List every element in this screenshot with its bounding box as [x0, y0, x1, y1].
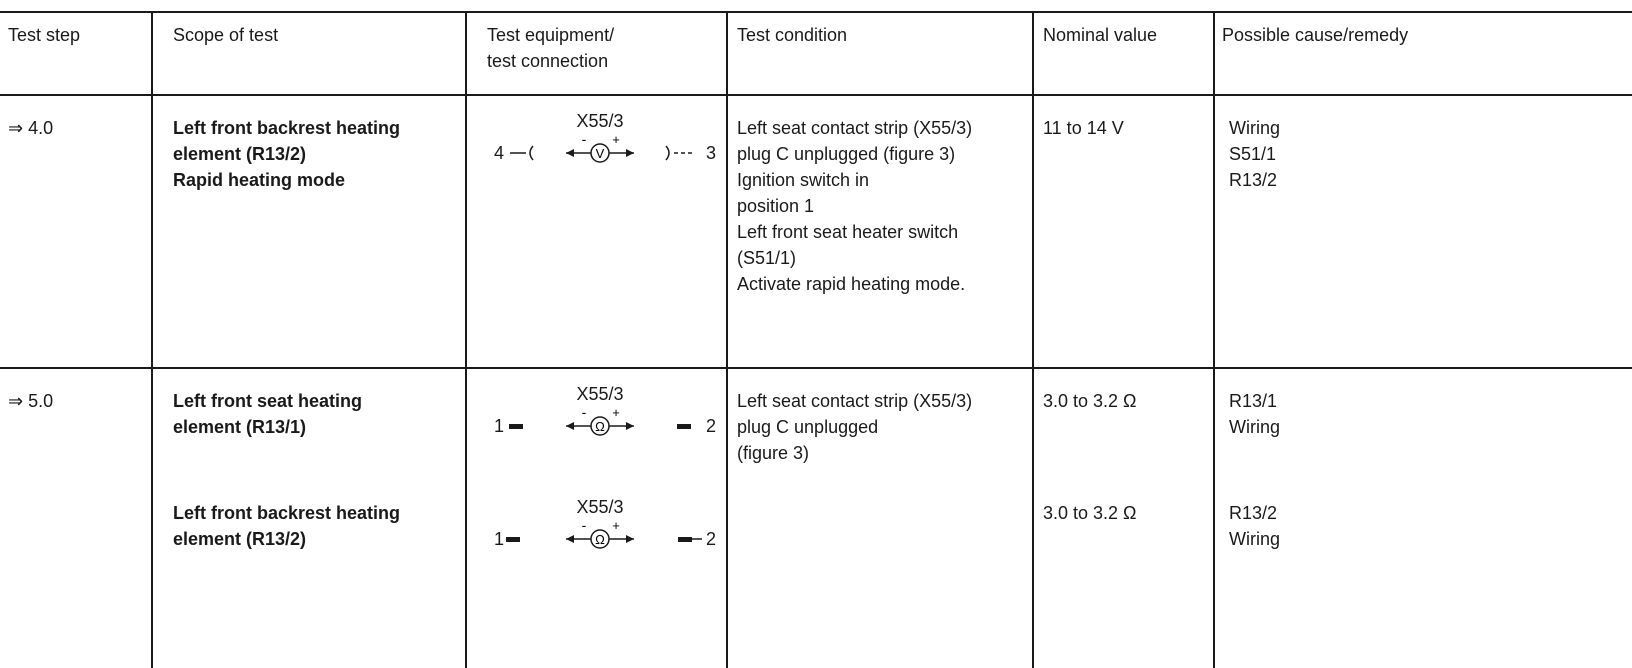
column-divider [465, 11, 467, 668]
cause-text: R13/2 [1229, 170, 1278, 190]
pin-left: 1 [494, 416, 505, 436]
condition-text: plug C unplugged [737, 417, 879, 437]
header-cause: Possible cause/remedy [1222, 25, 1409, 45]
scope-text: Left front backrest heating [173, 503, 401, 523]
meter-symbol: Ω [595, 532, 605, 547]
condition-text: position 1 [737, 196, 815, 216]
column-divider [1032, 11, 1034, 668]
scope-text: element (R13/2) [173, 529, 307, 549]
meter-symbol: V [596, 146, 605, 161]
minus-sign: - [582, 518, 587, 533]
header-test-step: Test step [8, 25, 81, 45]
meter-symbol: Ω [595, 419, 605, 434]
cause-text: S51/1 [1229, 144, 1277, 164]
column-divider [1213, 11, 1215, 668]
condition-text: (S51/1) [737, 248, 797, 268]
condition-text: Left seat contact strip (X55/3) [737, 118, 973, 138]
nominal-value: 3.0 to 3.2 Ω [1043, 391, 1137, 411]
header-equipment: Test equipment/ [487, 25, 615, 45]
header-condition: Test condition [737, 25, 848, 45]
condition-text: Left front seat heater switch [737, 222, 959, 242]
ohmmeter-icon: Ω - + [506, 518, 702, 549]
row-rule [0, 367, 1632, 369]
connector-label: X55/3 [576, 384, 624, 404]
nominal-value: 3.0 to 3.2 Ω [1043, 503, 1137, 523]
ohmmeter-icon: Ω - + [509, 405, 691, 436]
column-divider [151, 11, 153, 668]
condition-text: (figure 3) [737, 443, 810, 463]
plus-sign: + [612, 518, 620, 533]
pin-right: 3 [706, 143, 717, 163]
scope-text: Left front seat heating [173, 391, 363, 411]
test-connection-diagram: X55/3 1 2 Ω - + [480, 496, 720, 556]
scope-text: element (R13/1) [173, 417, 307, 437]
cause-text: Wiring [1229, 118, 1281, 138]
condition-text: plug C unplugged (figure 3) [737, 144, 956, 164]
pin-left: 4 [494, 143, 505, 163]
plus-sign: + [612, 132, 620, 147]
condition-text: Activate rapid heating mode. [737, 274, 966, 294]
test-step-value: ⇒ 5.0 [8, 391, 54, 411]
header-rule [0, 94, 1632, 96]
test-connection-diagram: X55/3 1 2 Ω - + [480, 383, 720, 443]
scope-text: Left front backrest heating [173, 118, 401, 138]
minus-sign: - [582, 405, 587, 420]
connector-label: X55/3 [576, 111, 624, 131]
pin-right: 2 [706, 416, 717, 436]
scope-text: element (R13/2) [173, 144, 307, 164]
top-rule [0, 11, 1632, 13]
plus-sign: + [612, 405, 620, 420]
connector-label: X55/3 [576, 497, 624, 517]
minus-sign: - [582, 132, 587, 147]
pin-right: 2 [706, 529, 717, 549]
cause-text: Wiring [1229, 417, 1281, 437]
cause-text: R13/1 [1229, 391, 1278, 411]
condition-text: Left seat contact strip (X55/3) [737, 391, 973, 411]
pin-left: 1 [494, 529, 505, 549]
cause-text: R13/2 [1229, 503, 1278, 523]
condition-text: Ignition switch in [737, 170, 870, 190]
test-connection-diagram: X55/3 4 3 V - + [480, 110, 720, 170]
nominal-value: 11 to 14 V [1043, 118, 1124, 138]
test-step-value: ⇒ 4.0 [8, 118, 54, 138]
voltmeter-icon: V - + [510, 132, 694, 163]
scope-text: Rapid heating mode [173, 170, 346, 190]
header-equipment: test connection [487, 51, 609, 71]
column-divider [726, 11, 728, 668]
cause-text: Wiring [1229, 529, 1281, 549]
header-nominal: Nominal value [1043, 25, 1158, 45]
header-scope: Scope of test [173, 25, 279, 45]
